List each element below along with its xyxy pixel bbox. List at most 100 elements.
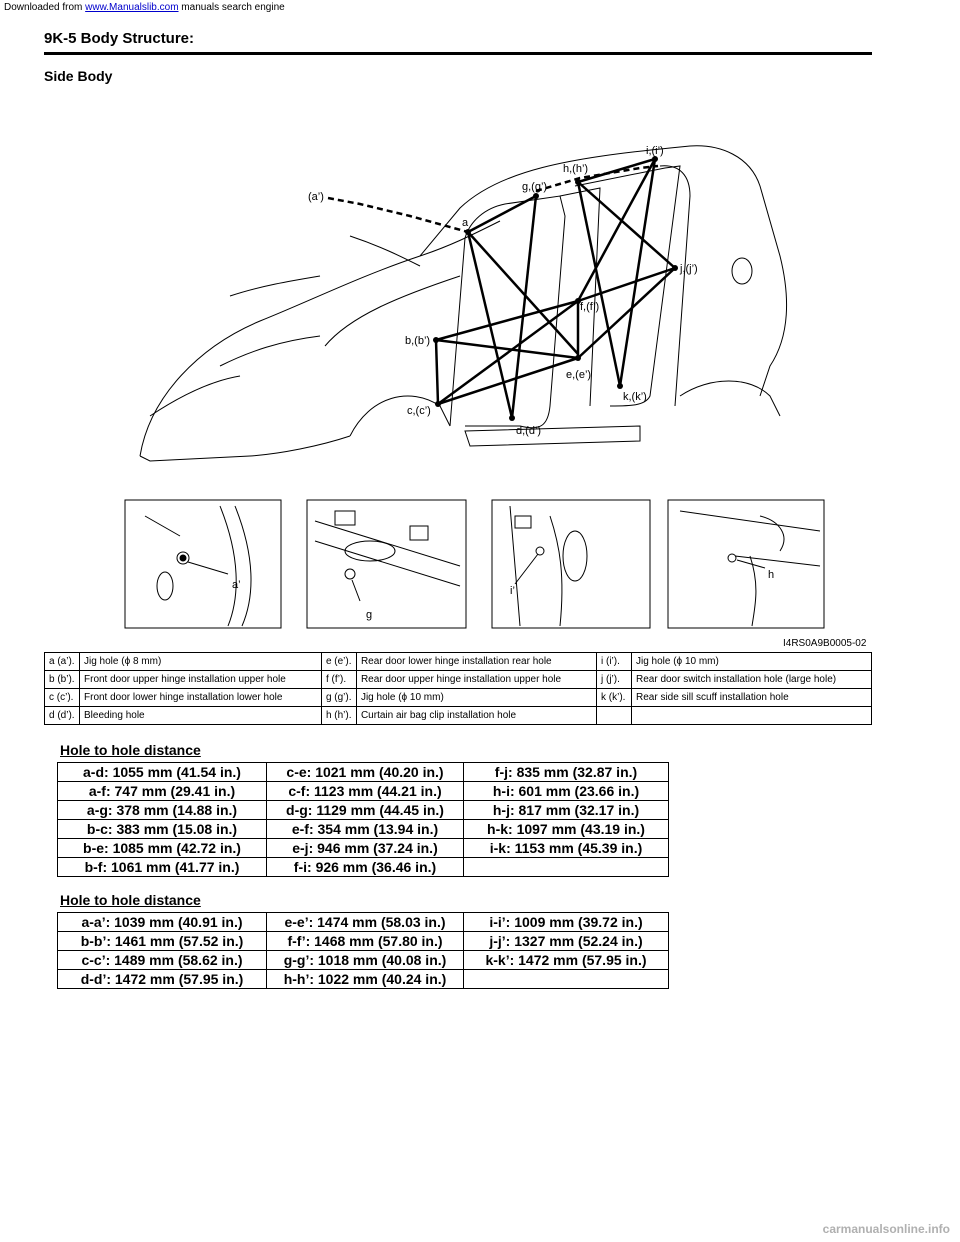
legend-desc: Rear door upper hinge installation upper… [355,670,597,689]
distance-cell: f-i: 926 mm (36.46 in.) [266,857,464,877]
section-title: Side Body [44,68,113,84]
distance-table-2: a-a’: 1039 mm (40.91 in.)e-e’: 1474 mm (… [57,912,669,989]
label-j: j,(j’) [679,263,698,275]
legend-key: h (h’). [320,706,357,725]
distance-title-1: Hole to hole distance [60,742,201,758]
legend-desc [630,706,873,725]
page-title: 9K-5 Body Structure: [44,30,195,47]
legend-key [595,706,632,725]
distance-cell: e-e’: 1474 mm (58.03 in.) [266,912,464,932]
table-row: a-g: 378 mm (14.88 in.)d-g: 1129 mm (44.… [57,800,669,820]
legend-desc: Rear door switch installation hole (larg… [630,670,873,689]
table-row: d-d’: 1472 mm (57.95 in.)h-h’: 1022 mm (… [57,969,669,989]
legend-desc: Jig hole (ϕ 10 mm) [630,652,873,671]
legend-desc: Bleeding hole [79,706,322,725]
distance-cell: b-b’: 1461 mm (57.52 in.) [57,931,267,951]
page-header: 9K-5 Body Structure: [44,24,872,55]
measurement-lines [434,157,676,419]
label-a-prime: (a’) [308,191,324,203]
label-d: d,(d’) [516,425,541,437]
hole-markers [433,156,678,421]
distance-cell: i-i’: 1009 mm (39.72 in.) [463,912,669,932]
table-row: b-b’: 1461 mm (57.52 in.)f-f’: 1468 mm (… [57,931,669,951]
legend-desc: Front door upper hinge installation uppe… [79,670,322,689]
distance-cell: a-a’: 1039 mm (40.91 in.) [57,912,267,932]
table-row: a-d: 1055 mm (41.54 in.)c-e: 1021 mm (40… [57,762,669,782]
distance-cell: h-h’: 1022 mm (40.24 in.) [266,969,464,989]
legend-key: i (i’). [595,652,632,671]
inset-g-label: g [366,609,372,621]
legend-desc: Front door lower hinge installation lowe… [79,688,322,707]
distance-cell: h-j: 817 mm (32.17 in.) [463,800,669,820]
inset-a-prime-label: a’ [232,579,241,591]
inset-h-label: h [768,569,774,581]
distance-cell: b-c: 383 mm (15.08 in.) [57,819,267,839]
label-f: f,(f’) [580,301,599,313]
table-row: a (a’).Jig hole (ϕ 8 mm) e (e’).Rear doo… [44,652,873,671]
inset-i-prime-label: i’ [510,585,515,597]
front-dashed-line [327,164,659,234]
side-body-diagram: (a’) a g,(g’) h,(h’) i,(i’) j,(j’) f,(f’… [124,145,825,629]
inset-g: g [306,499,467,629]
distance-cell [463,969,669,989]
label-c: c,(c’) [407,405,431,417]
legend-key: b (b’). [44,670,80,689]
distance-cell: i-k: 1153 mm (45.39 in.) [463,838,669,858]
label-k: k,(k’) [623,391,647,403]
legend-key: j (j’). [595,670,632,689]
distance-table-1: a-d: 1055 mm (41.54 in.)c-e: 1021 mm (40… [57,762,669,877]
distance-cell [463,857,669,877]
legend-key: g (g’). [320,688,357,707]
legend-desc: Rear side sill scuff installation hole [630,688,873,707]
distance-cell: c-f: 1123 mm (44.21 in.) [266,781,464,801]
car-body-outline [139,145,787,462]
distance-cell: j-j’: 1327 mm (52.24 in.) [463,931,669,951]
distance-cell: k-k’: 1472 mm (57.95 in.) [463,950,669,970]
manualslib-link[interactable]: www.Manualslib.com [85,2,179,13]
distance-cell: b-e: 1085 mm (42.72 in.) [57,838,267,858]
distance-cell: c-c’: 1489 mm (58.62 in.) [57,950,267,970]
legend-key: f (f’). [320,670,357,689]
distance-cell: h-k: 1097 mm (43.19 in.) [463,819,669,839]
watermark: carmanualsonline.info [822,1222,950,1236]
legend-key: e (e’). [320,652,357,671]
distance-cell: a-g: 378 mm (14.88 in.) [57,800,267,820]
table-row: d (d’).Bleeding hole h (h’).Curtain air … [44,706,873,725]
distance-cell: a-f: 747 mm (29.41 in.) [57,781,267,801]
distance-cell: c-e: 1021 mm (40.20 in.) [266,762,464,782]
distance-cell: e-j: 946 mm (37.24 in.) [266,838,464,858]
download-source-line: Downloaded from www.Manualslib.com manua… [4,2,285,13]
table-row: a-a’: 1039 mm (40.91 in.)e-e’: 1474 mm (… [57,912,669,932]
label-g: g,(g’) [522,181,547,193]
table-row: b-c: 383 mm (15.08 in.)e-f: 354 mm (13.9… [57,819,669,839]
distance-cell: e-f: 354 mm (13.94 in.) [266,819,464,839]
distance-title-2: Hole to hole distance [60,892,201,908]
legend-desc: Curtain air bag clip installation hole [355,706,597,725]
legend-key: c (c’). [44,688,80,707]
label-i: i,(i’) [646,145,664,157]
figure-code: I4RS0A9B0005-02 [783,638,867,649]
table-row: b-f: 1061 mm (41.77 in.)f-i: 926 mm (36.… [57,857,669,877]
table-row: c-c’: 1489 mm (58.62 in.)g-g’: 1018 mm (… [57,950,669,970]
distance-cell: f-f’: 1468 mm (57.80 in.) [266,931,464,951]
download-suffix: manuals search engine [178,2,285,13]
inset-a-prime: a’ [124,499,282,629]
distance-cell: d-g: 1129 mm (44.45 in.) [266,800,464,820]
label-b: b,(b’) [405,335,430,347]
legend-desc: Jig hole (ϕ 10 mm) [355,688,597,707]
distance-cell: b-f: 1061 mm (41.77 in.) [57,857,267,877]
distance-cell: a-d: 1055 mm (41.54 in.) [57,762,267,782]
inset-i-prime: i’ [491,499,651,629]
inset-h: h [667,499,825,629]
distance-cell: g-g’: 1018 mm (40.08 in.) [266,950,464,970]
distance-cell: h-i: 601 mm (23.66 in.) [463,781,669,801]
distance-cell: d-d’: 1472 mm (57.95 in.) [57,969,267,989]
legend-table: a (a’).Jig hole (ϕ 8 mm) e (e’).Rear doo… [44,652,873,725]
point-labels: (a’) a g,(g’) h,(h’) i,(i’) j,(j’) f,(f’… [308,145,698,437]
legend-key: d (d’). [44,706,80,725]
legend-key: a (a’). [44,652,80,671]
label-a: a [462,217,469,229]
legend-desc: Jig hole (ϕ 8 mm) [79,652,322,671]
download-prefix: Downloaded from [4,2,86,13]
legend-desc: Rear door lower hinge installation rear … [355,652,597,671]
